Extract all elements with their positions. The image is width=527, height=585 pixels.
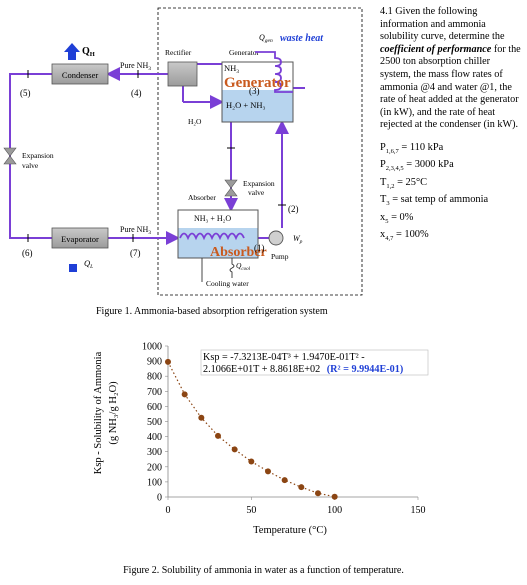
evaporator-box <box>51 227 109 249</box>
ql-label: QL <box>84 258 93 270</box>
qcool-label: Qcool <box>236 261 251 272</box>
state-1-label: (1) <box>254 243 265 253</box>
evaporator-label: Evaporator <box>61 234 99 244</box>
param-p2345: P2,3,4,5 = 3000 kPa <box>380 159 454 173</box>
waste-heat-label: waste heat <box>280 33 324 44</box>
param-p167: P1,6,7 = 110 kPa <box>380 141 444 156</box>
wp-label: Wp <box>293 234 303 245</box>
state-5-label: (5) <box>20 88 31 98</box>
generator-small-label: Generator <box>229 48 259 57</box>
absorption-system-diagram: QH Condenser Pure NH3 (5) (4) Rectifier … <box>3 7 363 296</box>
data-point <box>265 468 271 475</box>
state-6-label: (6) <box>22 248 33 258</box>
equation-line1: Ksp = -7.3213E-04T³ + 1.9470E-01T² - <box>203 352 365 363</box>
state-4-label: (4) <box>131 88 142 98</box>
cooling-water-label: Cooling water <box>206 279 249 288</box>
figure1-caption: Figure 1. Ammonia-based absorption refri… <box>96 306 328 317</box>
h2o-nh3-label: H₂O + NH₃ <box>226 100 266 110</box>
expansion-valve-left-icon <box>3 147 17 165</box>
state-2-label: (2) <box>288 204 299 214</box>
purple-piping <box>9 63 305 245</box>
y-tick-label: 400 <box>147 432 162 443</box>
qgen-label: Qgen <box>259 33 273 44</box>
pure-nh3-top-label: Pure NH3 <box>120 61 151 72</box>
data-point <box>315 490 321 497</box>
y-tick-label: 600 <box>147 402 162 413</box>
x-tick-label: 0 <box>166 505 171 516</box>
expansion-valve-mid-icon <box>224 179 238 197</box>
param-x47: x4,7 = 100% <box>380 229 429 243</box>
param-x5: x5 = 0% <box>380 211 414 225</box>
rectifier-label: Rectifier <box>165 48 192 57</box>
problem-text: 4.1 Given the following information and … <box>380 6 521 131</box>
qh-label: QH <box>82 46 95 58</box>
rectifier-box <box>167 61 198 87</box>
given-parameters: P1,6,7 = 110 kPa P2,3,4,5 = 3000 kPa T1,… <box>380 141 522 246</box>
pump-icon <box>268 230 284 246</box>
ql-arrow-icon <box>69 254 80 272</box>
y-tick-label: 1000 <box>142 342 162 353</box>
solubility-chart: Ksp - Solubility of Ammonia (g NH₃/g H₂O… <box>93 342 429 536</box>
expansion-valve-left-label: Expansion valve <box>22 151 56 170</box>
h2o-label: H₂O <box>188 117 202 126</box>
absorber-big-label: Absorber <box>210 245 267 260</box>
param-t12: T1,2 = 25°C <box>380 176 428 190</box>
data-point <box>198 414 205 421</box>
equation-box: Ksp = -7.3213E-04T³ + 1.9470E-01T² - 2.1… <box>200 349 429 376</box>
condenser-box <box>51 63 109 85</box>
pump-label: Pump <box>271 252 289 261</box>
generator-big-label: Generator <box>224 75 291 91</box>
equation-line2: 2.1066E+01T + 8.8618E+02 (R² = 9.9944E-0… <box>203 364 403 375</box>
x-tick-label: 150 <box>411 505 426 516</box>
state-7-label: (7) <box>130 248 141 258</box>
y-axis-label-line1: Ksp - Solubility of Ammonia <box>93 351 104 474</box>
y-tick-label: 300 <box>147 447 162 458</box>
data-point <box>281 477 288 484</box>
y-tick-label: 200 <box>147 462 162 473</box>
data-point <box>165 358 171 365</box>
generator-absorber-boundary <box>157 7 363 296</box>
data-point <box>231 446 238 453</box>
qh-arrow-icon <box>64 43 80 60</box>
absorber-small-label: Absorber <box>188 193 216 202</box>
data-point <box>331 493 338 500</box>
state-tick-marks <box>27 70 286 242</box>
trendline-path <box>167 361 335 498</box>
y-tick-label: 800 <box>147 372 162 383</box>
data-point <box>298 484 305 491</box>
expansion-valve-mid-label: Expansion valve <box>243 179 277 197</box>
absorber-coil-icon <box>179 232 245 241</box>
y-tick-label: 900 <box>147 357 162 368</box>
data-points <box>165 358 338 500</box>
generator-heating-coil-icon <box>255 51 293 93</box>
problem-emphasis: coefficient of performance <box>380 43 492 55</box>
r-squared: (R² = 9.9944E-01) <box>327 364 404 375</box>
pure-nh3-bottom-label: Pure NH3 <box>120 225 151 236</box>
y-tick-label: 700 <box>147 387 162 398</box>
y-axis-label: Ksp - Solubility of Ammonia (g NH₃/g H₂O… <box>93 351 119 474</box>
figure2-caption: Figure 2. Solubility of ammonia in water… <box>123 565 404 576</box>
data-point <box>215 432 221 439</box>
y-tick-label: 0 <box>157 493 162 504</box>
data-point <box>181 391 188 398</box>
trendline <box>167 361 335 498</box>
cooling-coil-icon <box>201 258 235 282</box>
condenser-label: Condenser <box>62 70 99 80</box>
param-t3: T3 = sat temp of ammonia <box>380 194 489 208</box>
state-3-label: (3) <box>249 86 260 96</box>
data-point <box>248 458 255 465</box>
x-axis-label: Temperature (°C) <box>253 525 327 536</box>
nh3-h2o-label: NH₃ + H₂O <box>194 214 231 223</box>
chart-axes: 0 100 200 300 400 500 600 700 800 900 1000 0 50 100 15… <box>142 342 426 517</box>
x-tick-label: 50 <box>246 505 256 516</box>
y-axis-label-line2: (g NH₃/g H₂O) <box>108 381 119 445</box>
x-tick-label: 100 <box>327 505 342 516</box>
y-tick-label: 100 <box>147 477 162 488</box>
problem-statement: 4.1 Given the following information and … <box>380 6 522 246</box>
nh3-generator-label: NH3 <box>224 63 239 75</box>
y-tick-label: 500 <box>147 417 162 428</box>
